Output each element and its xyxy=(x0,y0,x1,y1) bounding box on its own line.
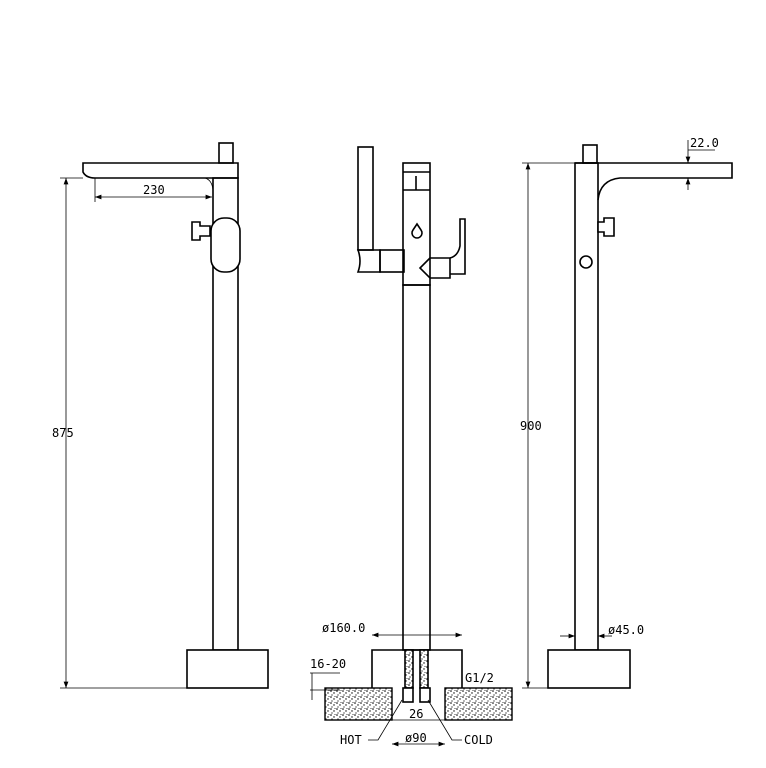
side-view-right: 900 22.0 ø45.0 xyxy=(520,136,733,689)
front-view: ø160.0 16-20 G1/2 26 ø90 HOT COLD xyxy=(310,146,513,747)
spout-plate xyxy=(575,162,733,201)
floor-right xyxy=(444,687,513,721)
lever-base xyxy=(418,257,451,279)
base-cover xyxy=(371,649,463,688)
diverter-knob xyxy=(597,217,615,237)
floor-base xyxy=(547,649,631,689)
label-hot: HOT xyxy=(340,733,362,747)
keyhole xyxy=(411,222,423,239)
dim-thread: G1/2 xyxy=(465,671,494,685)
shower-holder xyxy=(356,249,381,273)
label-cold: COLD xyxy=(464,733,493,747)
column xyxy=(402,284,431,651)
diverter-knob xyxy=(191,221,211,241)
floor-left xyxy=(324,687,393,721)
spout-plate xyxy=(82,162,239,179)
dim-base-diameter: ø160.0 xyxy=(322,621,365,635)
side-view-left: 230 875 xyxy=(52,142,269,689)
handle xyxy=(210,217,241,273)
dim-height-right: 900 xyxy=(520,419,542,433)
dim-spout-reach: 230 xyxy=(143,183,165,197)
hand-shower xyxy=(357,146,374,251)
dim-inlet-diameter: ø90 xyxy=(405,731,427,745)
lever-handle xyxy=(449,218,466,275)
column xyxy=(574,162,599,651)
dim-spout-thickness: 22.0 xyxy=(690,136,719,150)
floor-base xyxy=(186,649,269,689)
dim-height-left: 875 xyxy=(52,426,74,440)
dim-inlet-spacing: 26 xyxy=(409,707,423,721)
dim-floor-depth: 16-20 xyxy=(310,657,346,671)
dim-column-diameter: ø45.0 xyxy=(608,623,644,637)
cartridge-top xyxy=(218,142,234,164)
